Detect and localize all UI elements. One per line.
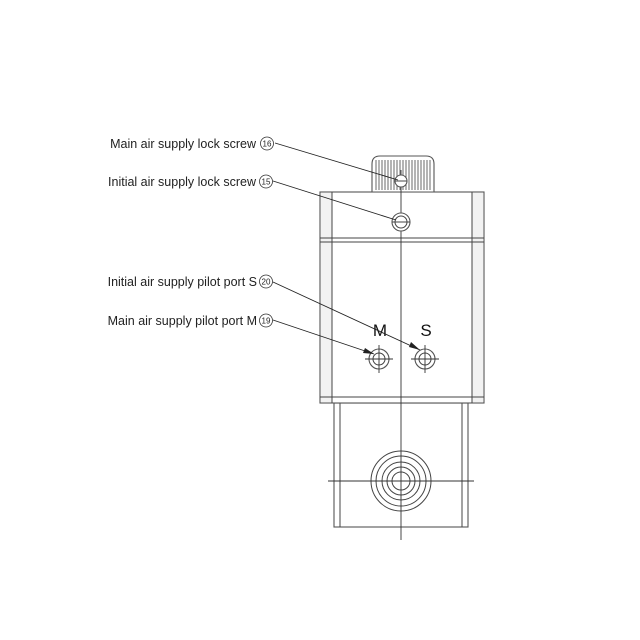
callout-initial-air-supply-lock-screw: Initial air supply lock screw 15: [108, 174, 273, 189]
callout-label: Main air supply lock screw: [110, 137, 257, 151]
callout-number: 15: [262, 178, 271, 187]
initial-air-supply-lock-screw: [391, 212, 411, 232]
callout-number: 20: [262, 278, 271, 287]
callout-number: 16: [263, 140, 272, 149]
callout-number: 19: [262, 317, 271, 326]
callout-label: Main air supply pilot port M: [108, 314, 257, 328]
knurled-knob: [371, 155, 435, 193]
callout-label: Initial air supply pilot port S: [108, 275, 257, 289]
port-label-m: M: [373, 321, 387, 340]
main-air-supply-lock-screw: [394, 174, 408, 188]
pilot-port-s: [411, 345, 439, 373]
upper-body: [319, 191, 485, 404]
callout-main-air-supply-lock-screw: Main air supply lock screw 16: [110, 136, 274, 151]
callout-initial-air-supply-pilot-port-s: Initial air supply pilot port S 20: [108, 274, 273, 289]
center-lines: [328, 170, 474, 540]
port-label-s: S: [420, 321, 431, 340]
callout-main-air-supply-pilot-port-m: Main air supply pilot port M 19: [108, 313, 273, 328]
leader-lines: [272, 142, 421, 355]
callout-label: Initial air supply lock screw: [108, 175, 257, 189]
